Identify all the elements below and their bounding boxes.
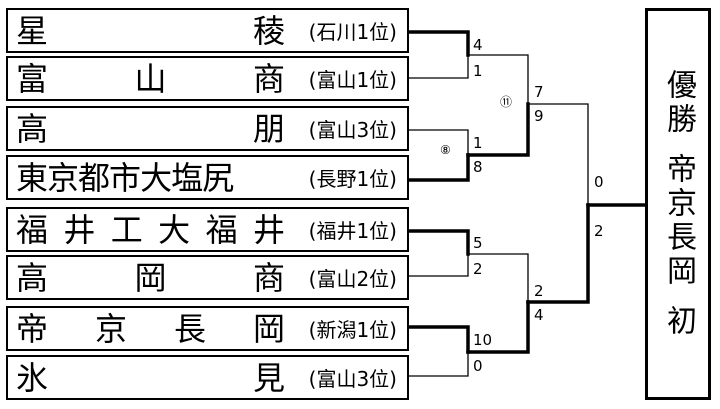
score-g2-top: 1: [473, 134, 483, 152]
team-region: (富山1位): [308, 68, 397, 92]
score-g4-top: 10: [473, 331, 492, 349]
score-sf2-top: 2: [534, 282, 544, 300]
team-box: 帝 京 長 岡 (新潟1位): [6, 306, 409, 351]
team-name: 星稜: [16, 10, 285, 51]
team-name-char: 稜: [252, 11, 285, 50]
game-number-11: ⑪: [500, 95, 512, 109]
champion-title: 優勝: [661, 69, 696, 137]
bracket-g3-bottom: [408, 253, 469, 277]
team-name-char: 大: [158, 210, 191, 249]
team-region: (新潟1位): [308, 318, 397, 342]
team-name-char: 商: [252, 258, 285, 297]
team-name-char: 山: [134, 59, 167, 98]
score-final-bottom: 2: [594, 222, 604, 240]
team-box: 東京都市大塩尻 (長野1位): [6, 155, 409, 200]
team-name-char: 高: [16, 258, 49, 297]
team-name-char: 見: [252, 358, 285, 397]
team-region: (石川1位): [308, 20, 397, 44]
team-name-char: 帝: [16, 309, 49, 348]
team-name: 富山商: [16, 58, 285, 99]
score-sf1-top: 7: [534, 83, 544, 101]
team-name: 高岡商: [16, 257, 285, 298]
team-name-char: 岡: [134, 258, 167, 297]
bracket-g2-top: [408, 129, 469, 156]
game-number-8: ⑧: [440, 143, 451, 157]
score-g4-bottom: 0: [473, 357, 483, 375]
score-g3-top: 5: [473, 234, 483, 252]
bracket-g1-bottom: [408, 54, 469, 79]
bracket-sf2-bottom: [466, 300, 530, 354]
team-name-char: 京: [47, 158, 79, 197]
team-box: 高朋(富山3位): [6, 106, 409, 151]
team-box: 星稜(石川1位): [6, 8, 409, 53]
score-sf2-bottom: 4: [534, 306, 544, 324]
bracket-g2-bottom: [407, 153, 470, 182]
team-name-char: 大: [140, 158, 172, 197]
team-name: 福井工大福井: [16, 209, 285, 250]
team-name-char: 朋: [252, 109, 285, 148]
team-name-char: 福: [16, 210, 49, 249]
bracket-g4-bottom: [408, 351, 469, 377]
team-name-char: 工: [110, 210, 143, 249]
team-name-char: 岡: [252, 309, 285, 348]
score-g3-bottom: 2: [473, 260, 483, 278]
bracket-g3-top: [407, 229, 470, 256]
score-g2-bottom: 8: [473, 158, 483, 176]
team-region: (富山3位): [308, 367, 397, 391]
bracket-g1-top: [407, 30, 470, 57]
champion-note: 初: [661, 305, 696, 339]
team-box: 高 岡 商 (富山2位): [6, 255, 409, 300]
team-box: 氷見(富山3位): [6, 355, 409, 400]
team-box: 福井工大福井(福井1位): [6, 207, 409, 252]
score-g1-top: 4: [473, 36, 483, 54]
bracket-g4-top: [407, 325, 470, 354]
team-region: (富山3位): [308, 118, 397, 142]
team-name-char: 富: [16, 59, 49, 98]
team-region: (富山2位): [308, 267, 397, 291]
bracket-sf2-top: [467, 253, 529, 303]
team-box: 富 山 商 (富山1位): [6, 56, 409, 101]
team-name: 帝京長岡: [16, 308, 285, 349]
team-name-char: 福: [205, 210, 238, 249]
team-name-char: 市: [109, 158, 141, 197]
bracket-final-bottom: [526, 203, 590, 304]
team-name-char: 塩: [171, 158, 203, 197]
team-name-char: 星: [16, 11, 49, 50]
team-name-char: 長: [173, 309, 206, 348]
score-final-top: 0: [594, 173, 604, 191]
team-name-char: 東: [16, 158, 48, 197]
team-name: 氷見: [16, 357, 285, 398]
champion-box: 優勝 帝京長岡 初: [645, 8, 711, 400]
team-name-char: 都: [78, 158, 110, 197]
team-name-char: 尻: [202, 158, 234, 197]
team-name-char: 商: [252, 59, 285, 98]
bracket-sf1-bottom: [466, 102, 530, 157]
team-name: 東京都市大塩尻: [16, 157, 285, 198]
bracket-sf1-top: [467, 54, 529, 105]
team-name-char: 氷: [16, 358, 49, 397]
team-name-char: 京: [94, 309, 127, 348]
champion-team: 帝京長岡: [661, 153, 696, 289]
team-name-char: 井: [252, 210, 285, 249]
bracket-final-top: [527, 103, 589, 206]
team-name-char: 井: [63, 210, 96, 249]
team-name-char: 高: [16, 109, 49, 148]
score-sf1-bottom: 9: [534, 107, 544, 125]
team-name: 高朋: [16, 108, 285, 149]
score-g1-bottom: 1: [473, 62, 483, 80]
team-region: (福井1位): [308, 219, 397, 243]
team-region: (長野1位): [308, 167, 397, 191]
